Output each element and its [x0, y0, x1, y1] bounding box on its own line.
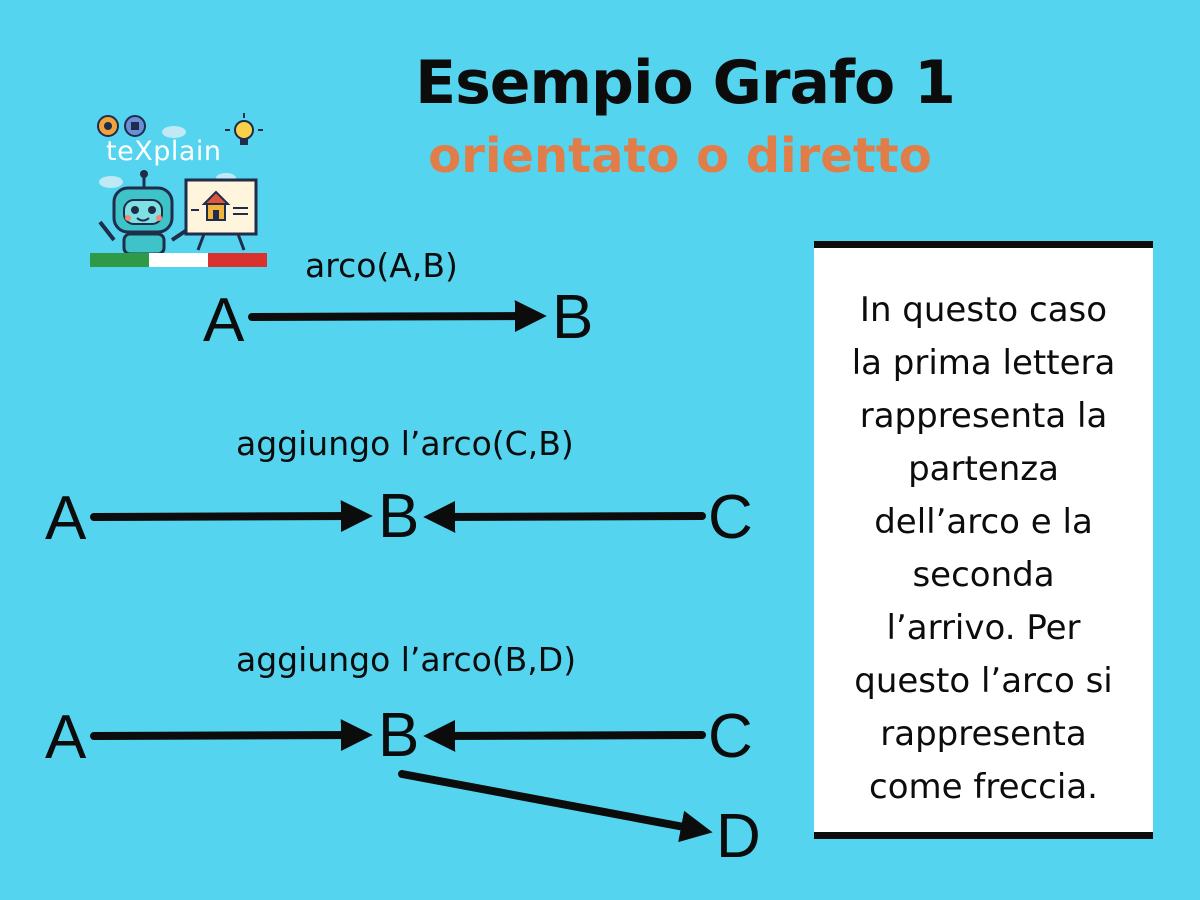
edge-label-1: arco(A,B)	[305, 246, 458, 285]
node-c-3: C	[708, 702, 753, 771]
explanation-line: In questo caso	[859, 290, 1108, 330]
logo-text: teXplain	[106, 136, 222, 167]
page-subtitle: orientato o diretto	[428, 128, 932, 184]
node-b-1: B	[552, 283, 594, 352]
explanation-line: questo l’arco si	[854, 661, 1113, 701]
edge-label-2: aggiungo l’arco(C,B)	[236, 424, 574, 463]
edge-c-b-2	[423, 500, 706, 533]
explanation-line: seconda	[912, 555, 1055, 595]
node-a-3: A	[45, 703, 87, 772]
robot-teacher-icon	[90, 113, 267, 267]
explanation-box: In questo caso la prima lettera rapprese…	[814, 241, 1153, 839]
explanation-line: la prima lettera	[851, 343, 1116, 383]
explanation-line: rappresenta la	[859, 396, 1108, 436]
explanation-line: l’arrivo. Per	[886, 608, 1081, 648]
node-d-3: D	[716, 802, 761, 871]
edge-a-b-1	[248, 300, 547, 333]
page-title: Esempio Grafo 1	[415, 48, 956, 118]
texplain-logo	[86, 110, 271, 270]
node-b-2: B	[378, 482, 420, 551]
explanation-text: In questo caso la prima lettera rapprese…	[830, 284, 1137, 814]
explanation-line: partenza	[908, 449, 1059, 489]
explanation-line: dell’arco e la	[874, 502, 1093, 542]
node-b-3: B	[378, 701, 420, 770]
edge-label-3: aggiungo l’arco(B,D)	[236, 640, 577, 679]
edge-a-b-2	[90, 500, 373, 533]
edge-c-b-3	[423, 719, 706, 752]
explanation-line: rappresenta	[880, 714, 1087, 754]
node-c-2: C	[708, 483, 753, 552]
edge-b-d-3	[398, 770, 713, 843]
edge-a-b-3	[90, 719, 373, 752]
node-a-2: A	[45, 484, 87, 553]
explanation-line: come freccia.	[869, 767, 1098, 807]
node-a-1: A	[203, 286, 245, 355]
graph-edges	[90, 300, 713, 843]
